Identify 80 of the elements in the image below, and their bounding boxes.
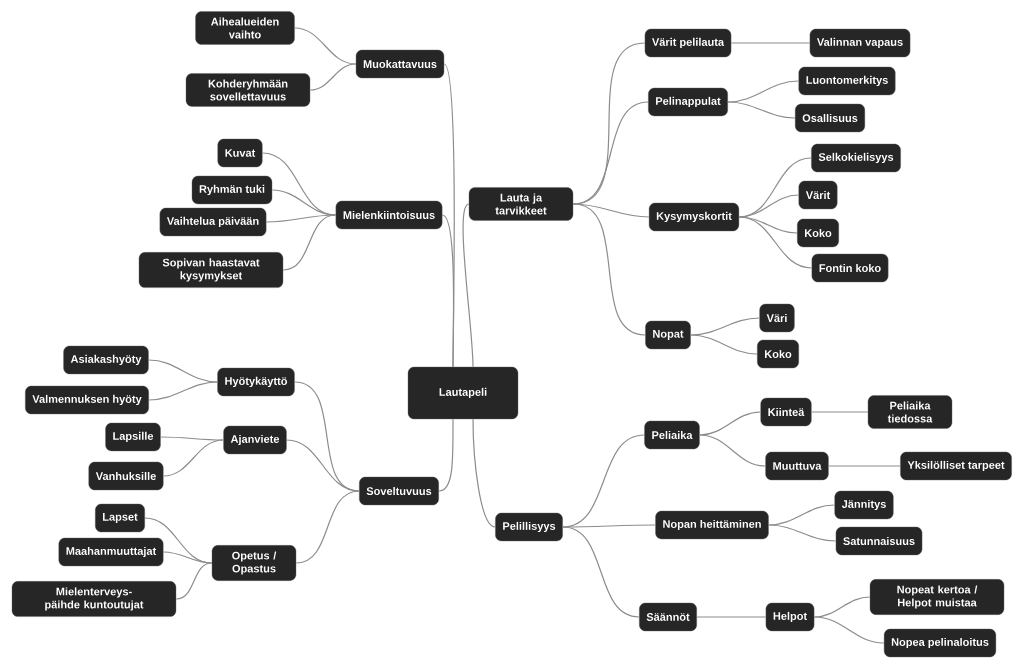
branch-box: Sopivan haastavat kysymykset	[138, 252, 284, 288]
connector	[699, 411, 762, 436]
branch-box: Asiakashyöty	[63, 345, 149, 375]
connector	[727, 101, 796, 119]
connector	[690, 317, 760, 336]
connector	[462, 203, 474, 368]
connector	[572, 203, 646, 336]
branch-box: Mielenkiintoisuus	[335, 200, 443, 230]
branch-box: Satunnaisuus	[835, 526, 923, 556]
branch-box: Säännöt	[639, 602, 697, 632]
branch-box: Vanhuksille	[88, 461, 164, 491]
branch-box: Maahanmuuttajat	[58, 537, 164, 567]
branch-box: Fontin koko	[811, 253, 889, 283]
branch-box: Helpot	[765, 602, 815, 632]
connector	[738, 216, 813, 269]
branch-box: Väri	[759, 303, 795, 333]
connector	[730, 42, 811, 44]
branch-box: Selkokielisyys	[811, 143, 901, 173]
branch-box: Muuttuva	[765, 451, 829, 481]
branch-box: Pelinappulat	[648, 87, 728, 117]
branch-box: Kiinteä	[760, 397, 812, 427]
branch-box: Nopan heittäminen	[655, 510, 769, 540]
connector	[696, 616, 767, 618]
branch-box: Nopat	[645, 320, 691, 350]
branch-box: Nopeat kertoa / Helpot muistaa	[869, 579, 1005, 615]
connector	[286, 439, 360, 492]
connector	[768, 524, 837, 542]
branch-box: Ajanviete	[223, 425, 287, 455]
connector	[828, 465, 901, 467]
connector	[472, 418, 496, 528]
branch-box: Koko	[797, 218, 839, 248]
branch-box: Mielenterveys-päihde kuntoutujat	[11, 581, 177, 617]
connector	[148, 381, 218, 401]
connector	[810, 411, 869, 413]
branch-box: Soveltuvuus	[359, 476, 439, 506]
connector	[438, 418, 454, 492]
branch-box: Koko	[757, 339, 799, 369]
branch-box: Aihealueiden vaihto	[195, 11, 295, 45]
branch-box: Osallisuus	[795, 103, 866, 133]
connector	[738, 194, 800, 218]
branch-box: Valinnan vapaus	[809, 28, 911, 58]
branch-box: Lauta ja tarvikkeet	[468, 187, 574, 221]
branch-box: Luontomerkitys	[798, 66, 896, 96]
branch-box: Lapset	[95, 503, 145, 533]
topic-box: Lautapeli	[407, 366, 519, 420]
connector	[309, 63, 357, 91]
connector	[727, 80, 800, 103]
branch-box: Muokattavuus	[355, 49, 445, 79]
branch-box: Peliaika tiedossa	[867, 395, 953, 429]
connector	[282, 214, 337, 271]
connector	[295, 490, 360, 564]
connector	[162, 551, 213, 564]
connector	[768, 504, 836, 526]
branch-box: Värit	[798, 180, 838, 210]
branch-box: Värit pelilauta	[644, 28, 732, 58]
connector	[162, 439, 224, 477]
connector	[562, 526, 640, 618]
branch-box: Jännitys	[834, 490, 894, 520]
branch-box: Peliaika	[644, 420, 700, 450]
connector	[265, 214, 337, 223]
branch-box: Yksilölliset tarpeet	[900, 451, 1012, 481]
branch-box: Valmennuksen hyöty	[25, 385, 149, 415]
branch-box: Ryhmän tuki	[191, 175, 273, 205]
connector	[699, 434, 766, 467]
branch-box: Hyötykäyttö	[217, 367, 295, 397]
branch-box: Kohderyhmään sovellettavuus	[185, 73, 311, 107]
connector	[813, 616, 885, 644]
branch-box: Lapsille	[105, 422, 161, 452]
connector	[690, 334, 758, 355]
branch-box: Kysymyskortit	[648, 202, 740, 232]
branch-box: Opetus / Opastus	[211, 545, 297, 581]
branch-box: Nopea pelinaloitus	[883, 628, 997, 658]
connector	[441, 214, 455, 368]
connector	[175, 562, 213, 600]
connector	[160, 436, 224, 441]
connector	[148, 359, 218, 383]
connector	[294, 27, 357, 65]
branch-box: Pelillisyys	[495, 512, 563, 542]
branch-box: Kuvat	[217, 138, 263, 168]
branch-box: Vaihtelua päivään	[159, 207, 267, 237]
